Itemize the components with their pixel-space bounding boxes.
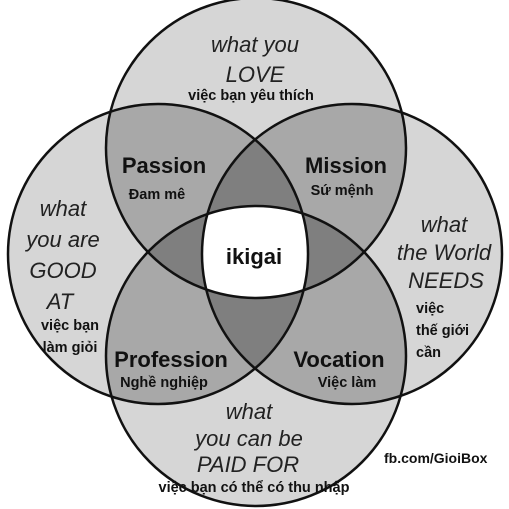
paid-for-line-1: what <box>226 399 273 424</box>
love-line-1: what you <box>211 32 299 57</box>
overlap-top-left-right <box>202 104 308 298</box>
ikigai-label: ikigai <box>226 244 282 269</box>
vocation-subtitle: Việc làm <box>318 375 377 391</box>
profession-subtitle: Nghề nghiệp <box>120 375 208 391</box>
world-needs-sub-2: thế giới <box>416 323 469 339</box>
passion-subtitle: Đam mê <box>129 187 185 203</box>
overlap-bottom-left-right <box>202 206 308 404</box>
passion-title: Passion <box>122 153 206 178</box>
circle-outlines <box>6 0 504 508</box>
credit-link[interactable]: fb.com/GioiBox <box>384 450 488 466</box>
world-needs-line-1: what <box>421 212 468 237</box>
profession-title: Profession <box>114 347 228 372</box>
world-needs-line-3: NEEDS <box>408 268 484 293</box>
love-line-2: LOVE <box>226 62 285 87</box>
good-at-sub-1: việc bạn <box>41 318 99 334</box>
paid-for-line-3: PAID FOR <box>197 452 299 477</box>
mission-title: Mission <box>305 153 387 178</box>
good-at-line-2: you are <box>24 227 99 252</box>
paid-for-subtitle: việc bạn có thể có thu nhập <box>159 480 350 496</box>
love-subtitle: việc bạn yêu thích <box>188 88 314 104</box>
paid-for-line-2: you can be <box>193 426 303 451</box>
world-needs-sub-3: cần <box>416 345 441 361</box>
vocation-title: Vocation <box>293 347 384 372</box>
good-at-line-1: what <box>40 196 87 221</box>
world-needs-sub-1: việc <box>416 301 444 317</box>
mission-subtitle: Sứ mệnh <box>311 183 374 199</box>
good-at-line-4: AT <box>45 289 75 314</box>
good-at-sub-2: làm giỏi <box>43 340 98 356</box>
world-needs-line-2: the World <box>397 240 492 265</box>
good-at-line-3: GOOD <box>29 258 96 283</box>
